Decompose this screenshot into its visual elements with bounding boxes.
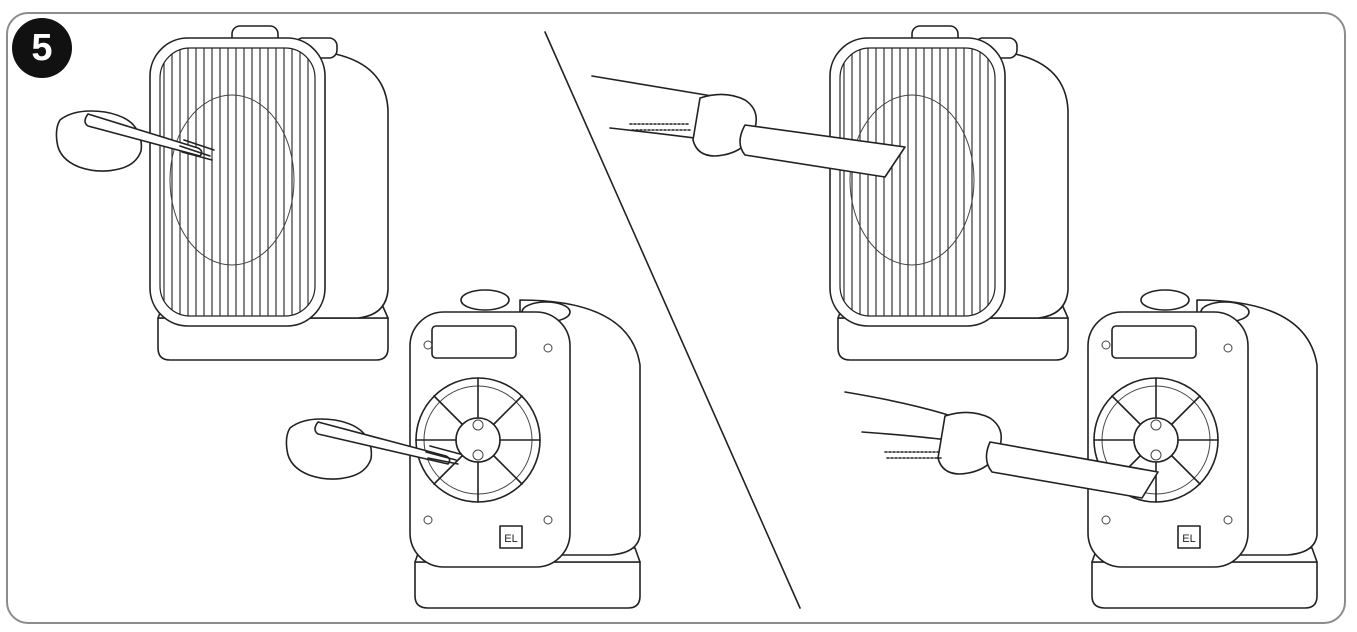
step-number-badge: 5 (12, 18, 72, 78)
heater-back-right: EL (1087, 289, 1318, 609)
compliance-sticker-right: EL (1182, 533, 1195, 545)
vacuum-hand-right-top (591, 75, 906, 178)
brush-hand-left-bottom (285, 418, 461, 480)
heater-back-left: EL (409, 289, 641, 609)
vacuum-hand-right-bottom (844, 391, 1159, 499)
heater-front-left (149, 25, 389, 361)
compliance-sticker-left: EL (504, 533, 517, 545)
panel-divider (544, 31, 801, 609)
brush-hand-left-top (55, 110, 215, 172)
heater-front-right (829, 25, 1069, 361)
